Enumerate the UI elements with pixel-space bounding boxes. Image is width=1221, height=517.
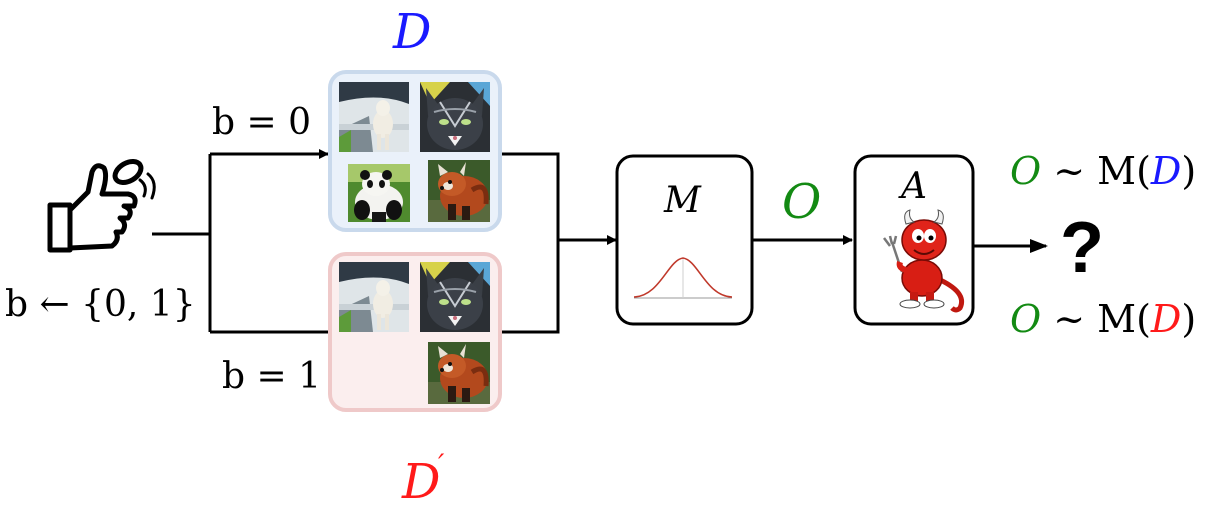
image-cat <box>420 82 490 152</box>
mechanism-label: M <box>663 180 702 221</box>
branch-label-b1: b = 1 <box>222 356 321 397</box>
image-cat <box>420 262 490 332</box>
adversary-label: A <box>898 166 927 207</box>
hypothesis-bottom-d: D <box>1150 297 1181 341</box>
dataset-label-bottom-prime: ′ <box>438 448 445 481</box>
red-devil-icon <box>883 209 964 313</box>
hypothesis-top-close: ) <box>1181 149 1196 193</box>
hypothesis-bottom-close: ) <box>1181 297 1196 341</box>
hypothesis-bottom-rel: ~ M( <box>1041 297 1151 341</box>
question-mark: ? <box>1060 208 1104 288</box>
coin-flip-label: b ← {0, 1} <box>5 284 196 325</box>
mechanism-box <box>615 154 754 326</box>
hypothesis-top: O ~ M(D) <box>1010 149 1196 193</box>
image-dog <box>339 82 409 152</box>
image-red-panda <box>428 342 490 404</box>
dataset-label-top: D <box>392 4 431 60</box>
image-red-panda <box>428 160 490 222</box>
branch-label-b0: b = 0 <box>212 102 311 143</box>
hypothesis-bottom-o: O <box>1010 297 1041 341</box>
output-label: O <box>782 174 821 230</box>
image-panda <box>348 164 410 222</box>
image-dog <box>339 262 409 332</box>
hypothesis-bottom: O ~ M(D) <box>1010 297 1196 341</box>
hypothesis-top-rel: ~ M( <box>1041 149 1151 193</box>
branch-lines <box>152 149 1048 334</box>
hypothesis-top-d: D <box>1150 149 1181 193</box>
dataset-label-bottom: D <box>401 454 440 510</box>
thumb-flip-coin-icon <box>47 159 156 253</box>
gaussian-curve <box>633 257 733 299</box>
hypothesis-top-o: O <box>1010 149 1041 193</box>
